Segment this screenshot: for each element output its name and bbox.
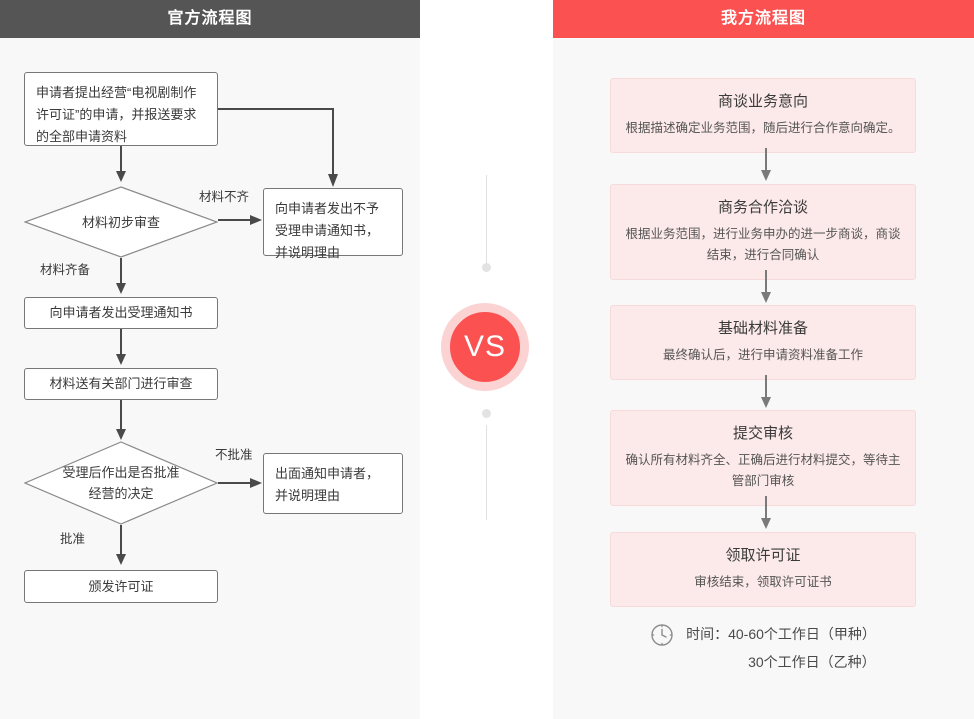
flow-card-5-desc: 审核结束，领取许可证书 <box>694 575 832 589</box>
connector-first-review-to-accept <box>100 258 142 298</box>
vs-line-top <box>486 175 487 265</box>
node-issue-license[interactable]: 颁发许可证 <box>24 570 218 603</box>
vs-dot-bottom <box>482 409 491 418</box>
flow-card-5[interactable]: 领取许可证 审核结束，领取许可证书 <box>610 532 916 607</box>
clock-icon <box>650 623 674 652</box>
flow-card-2-desc: 根据业务范围，进行业务申办的进一步商谈，商谈结束，进行合同确认 <box>625 227 901 262</box>
flow-card-3[interactable]: 基础材料准备 最终确认后，进行申请资料准备工作 <box>610 305 916 380</box>
edge-label-incomplete: 材料不齐 <box>199 190 250 204</box>
vs-line-bottom <box>486 425 487 520</box>
flow-card-2[interactable]: 商务合作洽谈 根据业务范围，进行业务申办的进一步商谈，商谈结束，进行合同确认 <box>610 184 916 280</box>
flow-card-5-title: 领取许可证 <box>725 547 801 564</box>
vs-dot-top <box>482 263 491 272</box>
edge-label-not-approved: 不批准 <box>215 448 253 462</box>
node-reject-notice[interactable]: 向申请者发出不予受理申请通知书，并说明理由 <box>263 188 403 260</box>
card-arrow-4 <box>756 496 776 532</box>
node-accept-notice[interactable]: 向申请者发出受理通知书 <box>24 297 218 329</box>
vs-badge: VS <box>441 303 529 391</box>
official-flow-panel: 官方流程图 申请者提出经营“电视剧制作许可证”的申请，并报送要求的全部申请资料 … <box>0 0 420 719</box>
flow-card-1[interactable]: 商谈业务意向 根据描述确定业务范围，随后进行合作意向确定。 <box>610 78 916 153</box>
card-arrow-1 <box>756 148 776 184</box>
vs-divider: VS <box>420 0 553 719</box>
flow-card-1-desc: 根据描述确定业务范围，随后进行合作意向确定。 <box>625 121 901 135</box>
flow-card-4-desc: 确认所有材料齐全、正确后进行材料提交，等待主管部门审核 <box>625 453 901 488</box>
decision-approval-label: 受理后作出是否批准经营的决定 <box>62 465 180 501</box>
connector-decision-to-deny-notice <box>218 468 266 498</box>
decision-first-review[interactable]: 材料初步审查 <box>24 186 218 258</box>
time-note-line-1: 时间：40-60个工作日（甲种） <box>686 626 876 642</box>
connector-decision-to-issue-license <box>100 525 142 569</box>
connector-first-review-to-reject <box>218 205 266 235</box>
node-dept-review[interactable]: 材料送有关部门进行审查 <box>24 368 218 400</box>
time-note: 时间：40-60个工作日（甲种） 30个工作日（乙种） <box>610 620 916 676</box>
time-note-line-2: 30个工作日（乙种） <box>748 654 876 670</box>
node-application[interactable]: 申请者提出经营“电视剧制作许可证”的申请，并报送要求的全部申请资料 <box>24 72 218 146</box>
node-deny-notice[interactable]: 出面通知申请者，并说明理由 <box>263 453 403 514</box>
flow-card-2-title: 商务合作洽谈 <box>717 199 808 216</box>
flow-card-3-desc: 最终确认后，进行申请资料准备工作 <box>662 348 863 362</box>
connector-application-to-reject-notice <box>218 108 348 190</box>
card-arrow-3 <box>756 375 776 411</box>
official-flow-header: 官方流程图 <box>0 0 420 38</box>
flow-card-4[interactable]: 提交审核 确认所有材料齐全、正确后进行材料提交，等待主管部门审核 <box>610 410 916 506</box>
edge-label-complete: 材料齐备 <box>40 263 91 277</box>
flow-card-4-title: 提交审核 <box>732 425 793 442</box>
connector-accept-to-dept-review <box>100 329 142 369</box>
edge-label-approved: 批准 <box>60 532 86 546</box>
flow-card-3-title: 基础材料准备 <box>717 320 808 337</box>
connector-dept-review-to-decision <box>100 400 142 444</box>
flow-card-1-title: 商谈业务意向 <box>717 93 808 110</box>
connector-application-to-first-review <box>100 146 142 186</box>
card-arrow-2 <box>756 270 776 306</box>
decision-approval[interactable]: 受理后作出是否批准经营的决定 <box>24 441 218 525</box>
our-flow-panel: 我方流程图 商谈业务意向 根据描述确定业务范围，随后进行合作意向确定。 商务合作… <box>553 0 974 719</box>
our-flow-header: 我方流程图 <box>553 0 974 38</box>
decision-first-review-label: 材料初步审查 <box>81 214 160 230</box>
